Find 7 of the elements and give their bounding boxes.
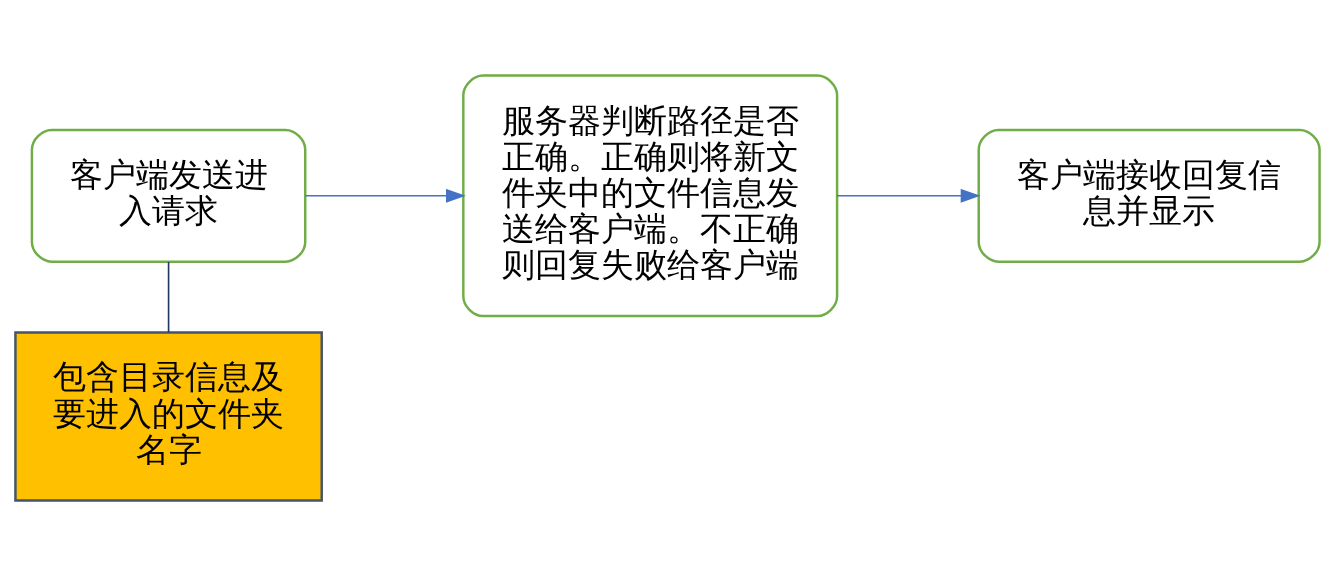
node-box: 客户端发送进入请求 [30, 128, 307, 263]
arrow [836, 188, 981, 203]
connector [167, 261, 170, 334]
arrow [304, 188, 466, 203]
node-box: 服务器判断路径是否正确。正确则将新文件夹中的文件信息发送给客户端。不正确则回复失败给客户端 [462, 74, 839, 318]
node-box: 客户端接收回复信息并显示 [977, 128, 1321, 263]
node-box: 包含目录信息及要进入的文件夹名字 [14, 331, 323, 502]
